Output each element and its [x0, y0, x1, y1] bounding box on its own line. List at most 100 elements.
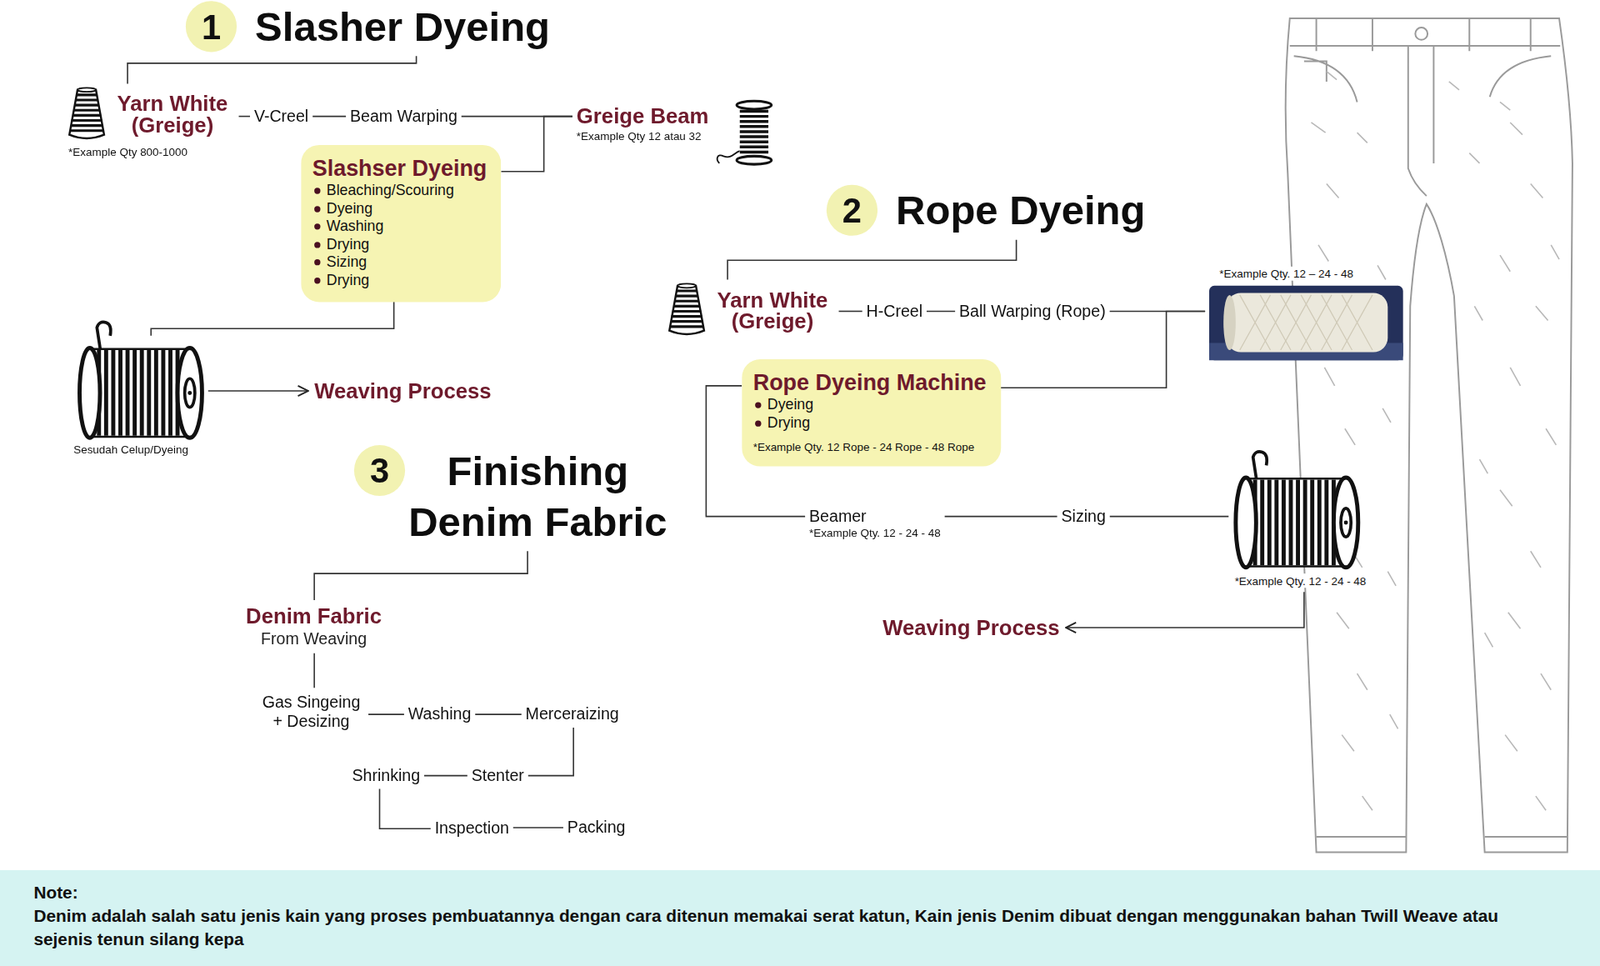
beam-step: Greige Beam*Example Qty 12 atau 32 — [576, 104, 710, 144]
list-item: Drying — [753, 414, 987, 433]
connector — [727, 240, 1017, 280]
flow-step: Washing — [408, 705, 471, 724]
quantity-note: *Example Qty 12 atau 32 — [576, 128, 710, 143]
connector — [313, 653, 315, 689]
photo-yarn-wind — [1240, 295, 1373, 350]
jeans-outline — [1285, 18, 1573, 852]
connector — [513, 826, 564, 829]
greige-spool-icon — [717, 100, 772, 165]
photo-yarn-end — [1223, 295, 1236, 350]
spool-flange — [736, 100, 772, 110]
beam-step: Sesudah Celup/Dyeing — [73, 340, 205, 457]
note-text: Note: — [33, 880, 1539, 905]
note-band: Note:Denim adalah salah satu jenis kain … — [0, 870, 1600, 966]
spool-windings — [740, 110, 769, 152]
list-item: Drying — [312, 271, 488, 290]
flow-step: Gas Singeing + Desizing — [258, 691, 365, 731]
section-header: 1 Slasher Dyeing — [185, 0, 550, 52]
yarn-cone-icon — [669, 283, 705, 335]
list-item: Dyeing — [753, 395, 987, 415]
flow-step: Shrinking — [351, 766, 420, 785]
yarn-cone-icon — [69, 87, 105, 139]
section-title: Rope Dyeing — [895, 185, 1145, 235]
callout-number: 3 — [354, 445, 405, 496]
step-label: Sizing — [1060, 507, 1105, 526]
process-box: Slashser DyeingBleaching/ScouringDyeingW… — [300, 145, 501, 302]
connector — [150, 301, 394, 336]
yarn-step: Yarn White (Greige)*Example Qty 800-1000 — [68, 87, 235, 160]
section-title: Finishing Denim Fabric — [385, 445, 691, 547]
yarn-step: Yarn White (Greige) — [668, 283, 835, 337]
step-label: H-Creel — [866, 301, 924, 320]
connector — [945, 515, 1058, 518]
callout-number: 1 — [185, 0, 237, 52]
box-title: Rope Dyeing Machine — [753, 369, 987, 396]
quantity-note: *Example Qty. 12 - 24 - 48 — [809, 525, 941, 540]
step-label: Beamer — [809, 507, 941, 526]
list-item: Bleaching/Scouring — [312, 181, 488, 200]
connector — [380, 789, 431, 830]
spool-body — [740, 105, 769, 160]
step-label: Gas Singeing + Desizing — [258, 691, 365, 731]
quantity-note: *Example Qty. 12 Rope - 24 Rope - 48 Rop… — [753, 440, 987, 455]
list-item: Dyeing — [312, 200, 488, 219]
step-title: Weaving Process — [882, 615, 1060, 640]
step-label: Inspection — [435, 819, 510, 838]
flow-step: Packing — [567, 818, 626, 837]
list-item: Sizing — [312, 253, 488, 272]
flow-step: Sizing — [1060, 507, 1105, 526]
section-header: 2 Rope Dyeing — [826, 185, 1146, 236]
connector — [368, 713, 405, 715]
connector — [926, 310, 955, 313]
flow-step: Ball Warping (Rope) — [959, 301, 1106, 320]
warp-beam-icon — [80, 321, 203, 438]
flow-step: Beamer*Example Qty. 12 - 24 - 48 — [809, 507, 941, 540]
callout-number: 2 — [826, 185, 878, 236]
spool-flange — [736, 155, 772, 165]
input-step: Denim FabricFrom Weaving — [235, 604, 394, 650]
flow-step: Merceraizing — [525, 705, 620, 724]
box-title: Slashser Dyeing — [312, 155, 488, 182]
flow-step: H-Creel — [866, 301, 924, 320]
jeans-button — [1415, 27, 1428, 40]
beam-step: *Example Qty. 12 - 24 - 48 — [1232, 471, 1386, 589]
photo-yarn — [1226, 292, 1388, 352]
step-title: Weaving Process — [314, 378, 491, 403]
step-title: Yarn White (Greige) — [710, 283, 835, 337]
connector — [314, 550, 528, 600]
process-box: Rope Dyeing MachineDyeingDrying *Example … — [741, 359, 1001, 467]
quantity-note: *Example Qty. 12 - 24 - 48 — [1232, 573, 1369, 588]
flow-step: V-Creel — [254, 107, 309, 126]
step-label: Beam Warping — [350, 107, 458, 126]
connector — [1110, 515, 1230, 518]
connector — [1000, 310, 1205, 388]
connector — [312, 115, 346, 118]
step-label: Ball Warping (Rope) — [959, 301, 1106, 320]
quantity-note: *Example Qty 800-1000 — [68, 145, 235, 160]
output-step: Weaving Process — [882, 615, 1060, 640]
quantity-note: *Example Qty. 12 – 24 - 48 — [1217, 266, 1356, 281]
connector — [1065, 591, 1305, 628]
warp-beam-icon — [1235, 451, 1359, 568]
step-label: Packing — [567, 818, 626, 837]
jeans-seams — [1290, 18, 1568, 837]
flow-step: Stenter — [471, 766, 525, 785]
list-item: Drying — [312, 235, 488, 255]
section-title: Slasher Dyeing — [255, 1, 550, 51]
photo-step: *Example Qty. 12 – 24 - 48 — [1209, 266, 1404, 361]
step-title: Denim Fabric — [235, 604, 394, 629]
step-label: Stenter — [471, 766, 525, 785]
connector — [839, 310, 863, 313]
list-item: Washing — [312, 217, 488, 236]
step-label: Merceraizing — [525, 705, 620, 724]
section-header: 3Finishing Denim Fabric — [354, 445, 691, 547]
flow-step: Inspection — [435, 819, 510, 838]
connector — [528, 727, 574, 776]
step-title: Greige Beam — [576, 104, 710, 129]
step-label: V-Creel — [254, 107, 309, 126]
connector — [500, 116, 572, 172]
connector — [127, 55, 417, 84]
